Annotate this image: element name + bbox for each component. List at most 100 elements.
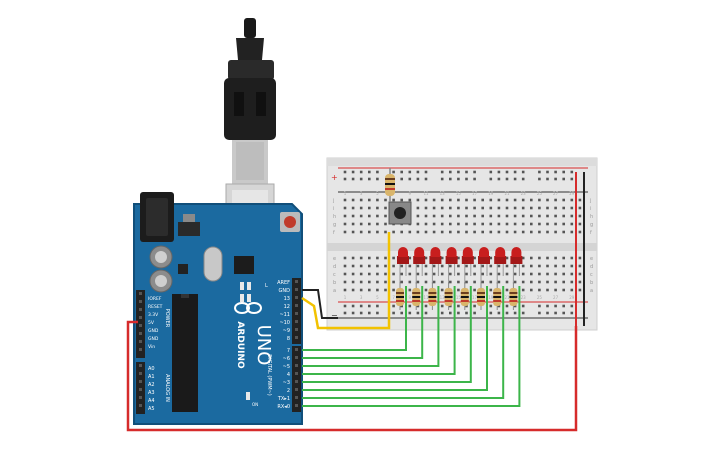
breadboard-hole [578,214,582,218]
breadboard-hole [457,272,460,276]
breadboard-hole [440,264,444,268]
breadboard-hole [376,264,379,268]
breadboard-hole [376,170,379,174]
breadboard-hole [351,311,355,315]
breadboard-hole [457,206,460,210]
breadboard-hole [513,264,517,268]
header-pin [139,404,142,407]
resistor-band [444,292,453,294]
breadboard-hole [505,304,509,308]
breadboard-hole [400,264,403,268]
header-pin [295,404,298,407]
breadboard-hole [408,198,412,202]
breadboard-hole [489,280,493,284]
breadboard-hole [481,198,484,202]
breadboard-hole [513,170,517,174]
breadboard-hole [392,264,395,268]
breadboard-hole [554,206,557,210]
breadboard-hole [465,170,468,174]
breadboard-hole [473,170,476,174]
breadboard-hole [489,206,493,210]
breadboard-hole [424,198,428,202]
breadboard-hole [570,304,574,308]
breadboard-hole [530,230,533,234]
breadboard-hole [473,304,476,308]
breadboard-hole [570,264,574,268]
breadboard-hole [521,288,525,292]
breadboard-hole [368,222,371,226]
breadboard-hole [465,198,468,202]
breadboard-hole [578,222,582,226]
resistor-led-6 [477,282,485,310]
resistor-band [460,300,469,302]
resistor-led-8 [509,282,518,310]
resistor-band [493,292,502,294]
breadboard-hole [368,264,371,268]
breadboard-hole [343,311,347,315]
breadboard-hole [521,230,525,234]
breadboard-hole [538,230,541,234]
breadboard-hole [578,256,582,260]
breadboard-hole [416,280,420,284]
breadboard-hole [343,198,347,202]
breadboard-hole [416,170,420,174]
breadboard-hole [489,264,493,268]
breadboard-hole [351,170,355,174]
breadboard-hole [562,170,565,174]
arduino-model-label: UNO [253,325,274,366]
digital-pin-label: ~9 [283,328,290,334]
breadboard-hole [513,198,517,202]
power-pin-label: 3.3V [148,312,159,318]
wire-green-led-3 [302,286,440,367]
breadboard-hole [554,272,557,276]
breadboard-hole [570,288,574,292]
led-base [413,256,426,264]
breadboard-hole [416,177,420,181]
breadboard-hole [489,198,493,202]
breadboard-hole [562,280,565,284]
breadboard-hole [432,272,436,276]
led-base [429,256,442,264]
breadboard-hole [408,264,412,268]
breadboard-hole [449,198,452,202]
breadboard-hole [554,288,557,292]
breadboard-hole [368,198,371,202]
power-pin-label: Vin [148,344,155,350]
column-number: 27 [553,191,559,196]
column-number: 3 [360,295,363,300]
breadboard-hole [554,222,557,226]
breadboard-hole [368,288,371,292]
header-pin [295,304,298,307]
breadboard-hole [538,304,541,308]
pushbutton[interactable] [388,201,412,225]
breadboard-hole [392,230,395,234]
breadboard-hole [457,311,460,315]
breadboard-hole [384,206,387,210]
breadboard-hole [449,272,452,276]
breadboard-hole [440,206,444,210]
led-5 [461,247,474,284]
breadboard-hole [546,311,549,315]
breadboard-hole [359,256,363,260]
digital-pin-label: ~6 [283,356,290,362]
breadboard-hole [392,272,395,276]
breadboard-hole [481,264,484,268]
breadboard-hole [449,206,452,210]
breadboard-hole [497,304,501,308]
header-pin [139,308,142,311]
breadboard-hole [465,230,468,234]
breadboard-hole [457,198,460,202]
led-base [510,256,523,264]
breadboard-hole [578,280,582,284]
led-body [479,247,489,257]
breadboard-hole [457,288,460,292]
row-letter-right: f [590,230,592,236]
reset-button[interactable] [280,212,300,232]
breadboard-hole [351,230,355,234]
breadboard-hole [489,272,493,276]
center-channel [327,243,597,251]
breadboard-hole [368,256,371,260]
breadboard-hole [384,264,387,268]
column-number: 27 [553,295,559,300]
resistor-band [509,296,518,298]
